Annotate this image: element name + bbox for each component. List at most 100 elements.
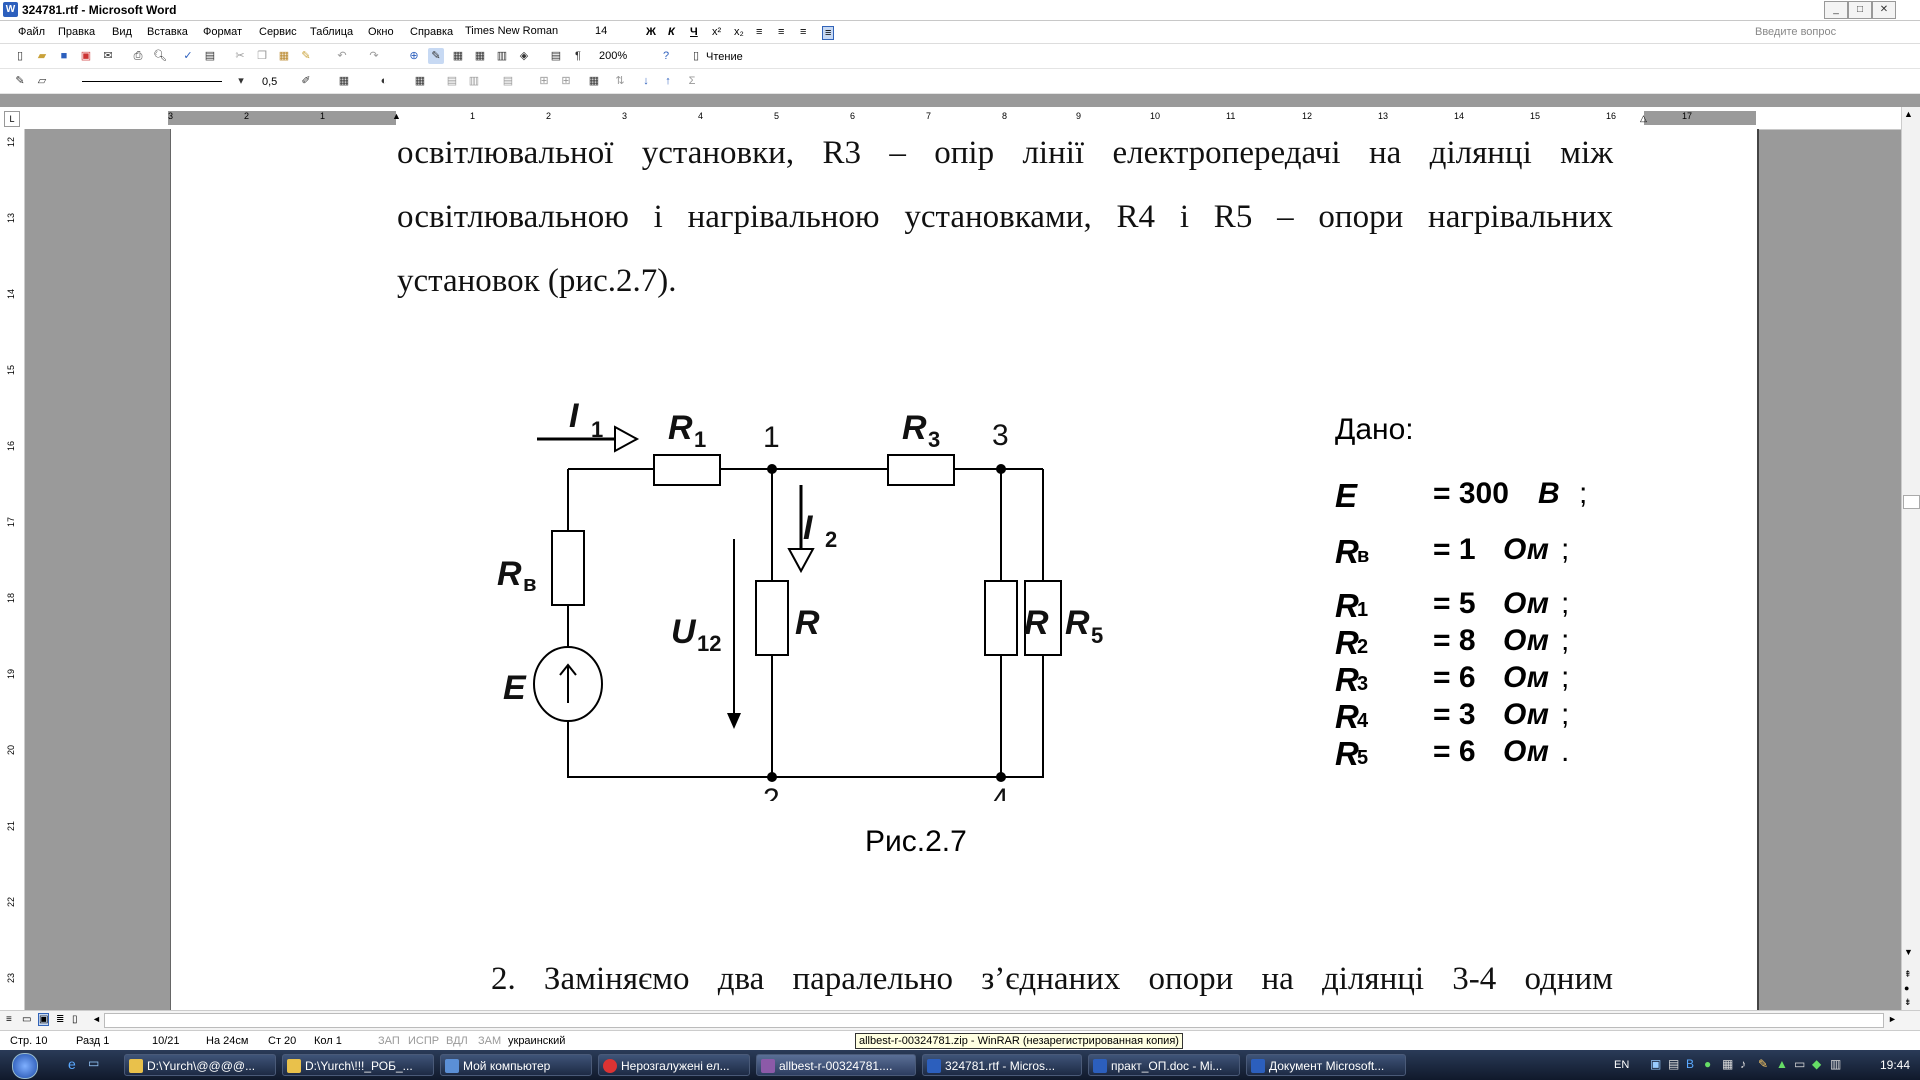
help-search-input[interactable]: Введите вопрос <box>1755 26 1837 38</box>
taskbar-item[interactable]: Документ Microsoft... <box>1246 1054 1406 1076</box>
subscript-button[interactable]: x₂ <box>734 26 744 38</box>
tray-icon[interactable]: ● <box>1704 1057 1712 1071</box>
print-preview-icon[interactable]: 🔍︎ <box>153 50 167 62</box>
menu-table[interactable]: Таблица <box>310 26 354 38</box>
document-map-icon[interactable]: ▤ <box>550 50 562 62</box>
tray-icon[interactable]: ▲ <box>1776 1057 1788 1071</box>
menu-tools[interactable]: Сервис <box>259 26 297 38</box>
ie-icon[interactable]: e <box>68 1056 76 1072</box>
permission-icon[interactable]: ▣ <box>80 50 92 62</box>
horizontal-scrollbar[interactable]: ≡ ▭ ▣ ≣ ▯ ◄ ► <box>0 1010 1920 1030</box>
align-right-icon[interactable]: ≡ <box>800 26 807 38</box>
hscroll-thumb[interactable] <box>104 1013 1884 1028</box>
underline-button[interactable]: Ч <box>690 26 698 38</box>
tray-icon[interactable]: ▣ <box>1650 1057 1662 1071</box>
eraser-icon[interactable]: ▱ <box>37 75 47 87</box>
open-folder-icon[interactable]: ▰ <box>37 50 47 62</box>
maximize-button[interactable]: □ <box>1848 1 1872 19</box>
research-icon[interactable]: ▤ <box>204 50 216 62</box>
font-size-select[interactable]: 14 <box>592 23 636 39</box>
left-indent-marker[interactable]: ▲ <box>392 111 401 121</box>
select-browse-object-icon[interactable]: ● <box>1904 983 1910 993</box>
insert-table-icon[interactable]: ▦ <box>452 50 464 62</box>
input-language[interactable]: EN <box>1614 1059 1630 1071</box>
hyperlink-icon[interactable]: ⊕ <box>409 50 419 62</box>
align-center-icon[interactable]: ≡ <box>778 26 785 38</box>
menu-view[interactable]: Вид <box>112 26 132 38</box>
undo-icon[interactable]: ↶ <box>337 50 347 62</box>
outside-border-icon[interactable]: ▦ <box>338 75 350 87</box>
document-page[interactable]: освітлювальної установки, R3 – опір ліні… <box>170 129 1759 1017</box>
taskbar-item[interactable]: Нерозгалужені ел... <box>598 1054 750 1076</box>
prev-page-icon[interactable]: ⇞ <box>1904 969 1912 979</box>
border-color-icon[interactable]: ✐ <box>301 75 311 87</box>
new-doc-icon[interactable]: ▯ <box>16 50 24 62</box>
merge-cells-icon[interactable]: ▤ <box>446 75 458 87</box>
draw-table-icon[interactable]: ✎ <box>15 75 25 87</box>
menu-window[interactable]: Окно <box>368 26 394 38</box>
email-icon[interactable]: ✉ <box>103 50 113 62</box>
taskbar-item[interactable]: D:\Yurch\!!!_РОБ_... <box>282 1054 434 1076</box>
start-button[interactable] <box>0 1050 54 1080</box>
tray-icon[interactable]: ◆ <box>1812 1057 1822 1071</box>
copy-icon[interactable]: ❐ <box>257 50 267 62</box>
columns-icon[interactable]: ▥ <box>496 50 508 62</box>
redo-icon[interactable]: ↷ <box>369 50 379 62</box>
scroll-down-icon[interactable]: ▼ <box>1904 947 1913 957</box>
autosum-icon[interactable]: Σ <box>688 75 696 87</box>
tray-icon[interactable]: ▤ <box>1668 1057 1680 1071</box>
scroll-up-icon[interactable]: ▲ <box>1904 109 1913 119</box>
spelling-icon[interactable]: ✓ <box>183 50 193 62</box>
tab-stop-selector[interactable]: L <box>4 111 20 127</box>
menu-insert[interactable]: Вставка <box>147 26 188 38</box>
show-desktop-icon[interactable]: ▭ <box>88 1056 100 1070</box>
word-app-icon[interactable]: W <box>3 2 18 17</box>
paste-icon[interactable]: ▦ <box>278 50 290 62</box>
scroll-left-icon[interactable]: ◄ <box>92 1014 101 1024</box>
normal-view-icon[interactable]: ≡ <box>6 1014 12 1025</box>
next-page-icon[interactable]: ⇟ <box>1904 997 1912 1007</box>
menu-format[interactable]: Формат <box>203 26 243 38</box>
distribute-cols-icon[interactable]: ⊞ <box>561 75 571 87</box>
tables-borders-icon[interactable]: ✎ <box>428 48 444 64</box>
taskbar-item[interactable]: Мой компьютер <box>440 1054 592 1076</box>
align-left-icon[interactable]: ≡ <box>756 26 763 38</box>
taskbar-item[interactable]: 324781.rtf - Micros... <box>922 1054 1082 1076</box>
chevron-down-icon[interactable]: ▾ <box>238 75 244 87</box>
status-track[interactable]: ИСПР <box>408 1035 440 1047</box>
text-direction-icon[interactable]: ⇅ <box>615 75 625 87</box>
print-layout-icon[interactable]: ▣ <box>38 1013 50 1026</box>
status-overtype[interactable]: ЗАМ <box>478 1035 502 1047</box>
help-icon[interactable]: ? <box>662 50 670 62</box>
vertical-ruler[interactable]: 12 13 14 15 16 17 18 19 20 21 22 23 <box>0 129 25 1017</box>
scroll-thumb[interactable] <box>1903 495 1920 509</box>
justify-icon[interactable]: ≡ <box>822 26 835 40</box>
horizontal-ruler[interactable]: L 3 2 1 1 2 3 4 5 6 7 8 9 10 11 12 13 14… <box>0 107 1920 130</box>
superscript-button[interactable]: x² <box>712 26 722 38</box>
network-icon[interactable]: ▭ <box>1794 1057 1806 1071</box>
vertical-scrollbar[interactable]: ▲ ▼ ⇞ ● ⇟ <box>1901 107 1920 1017</box>
web-view-icon[interactable]: ▭ <box>22 1014 32 1025</box>
show-hide-icon[interactable]: ¶ <box>575 50 581 62</box>
cut-icon[interactable]: ✂ <box>235 50 245 62</box>
volume-icon[interactable]: ♪ <box>1740 1057 1746 1071</box>
tray-icon[interactable]: B <box>1686 1057 1695 1071</box>
scroll-right-icon[interactable]: ► <box>1888 1014 1897 1024</box>
insert-table-icon-2[interactable]: ▦ <box>414 75 426 87</box>
italic-button[interactable]: К <box>668 26 675 38</box>
drawing-icon[interactable]: ◈ <box>519 50 529 62</box>
line-style-select[interactable] <box>82 81 222 82</box>
reading-view-icon[interactable]: ▯ <box>72 1014 78 1025</box>
print-icon[interactable]: ⎙ <box>133 50 143 62</box>
taskbar-item[interactable]: allbest-r-00324781.... <box>756 1054 916 1076</box>
taskbar-item[interactable]: D:\Yurch\@@@@... <box>124 1054 276 1076</box>
minimize-button[interactable]: _ <box>1824 1 1848 19</box>
status-extend[interactable]: ВДЛ <box>446 1035 468 1047</box>
sort-asc-icon[interactable]: ↓ <box>643 75 649 87</box>
autoformat-icon[interactable]: ▦ <box>588 75 600 87</box>
reading-label[interactable]: Чтение <box>706 51 743 63</box>
tray-icon[interactable]: ▥ <box>1830 1057 1842 1071</box>
tray-icon[interactable]: ✎ <box>1758 1057 1769 1071</box>
bold-button[interactable]: Ж <box>646 26 656 38</box>
font-name-select[interactable]: Times New Roman <box>462 23 582 39</box>
